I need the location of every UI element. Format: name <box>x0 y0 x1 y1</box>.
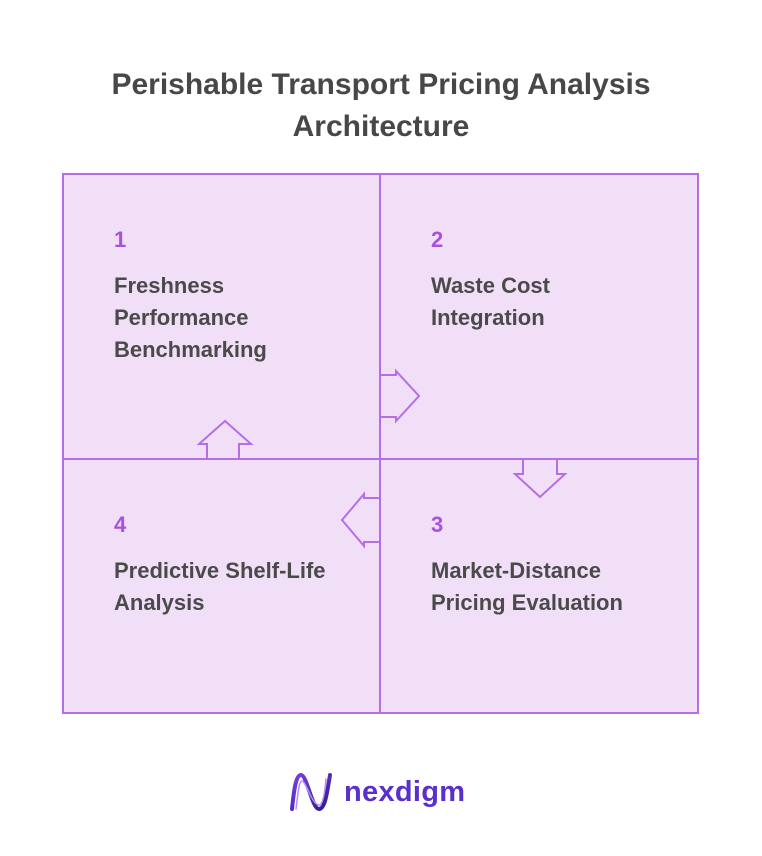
quadrant-3-number: 3 <box>431 512 444 537</box>
quadrant-4-number: 4 <box>114 512 127 537</box>
arrow-left-icon <box>340 491 381 549</box>
arrow-up-icon <box>196 419 254 460</box>
quadrant-2-label: Waste Cost Integration <box>431 273 550 330</box>
quadrant-1-number: 1 <box>114 227 127 252</box>
nexdigm-logo: nexdigm <box>288 768 465 816</box>
quadrant-3-label: Market-Distance Pricing Evaluation <box>431 558 623 615</box>
quadrant-4-label: Predictive Shelf-Life Analysis <box>114 558 326 615</box>
quadrant-1-label: Freshness Performance Benchmarking <box>114 273 267 362</box>
arrow-right-icon <box>379 368 421 424</box>
logo-text: nexdigm <box>344 775 466 808</box>
nexdigm-logo-icon <box>290 772 332 812</box>
arrow-down-icon <box>512 458 568 499</box>
quadrant-2-number: 2 <box>431 227 444 252</box>
page-title: Perishable Transport Pricing Analysis Ar… <box>111 68 651 143</box>
